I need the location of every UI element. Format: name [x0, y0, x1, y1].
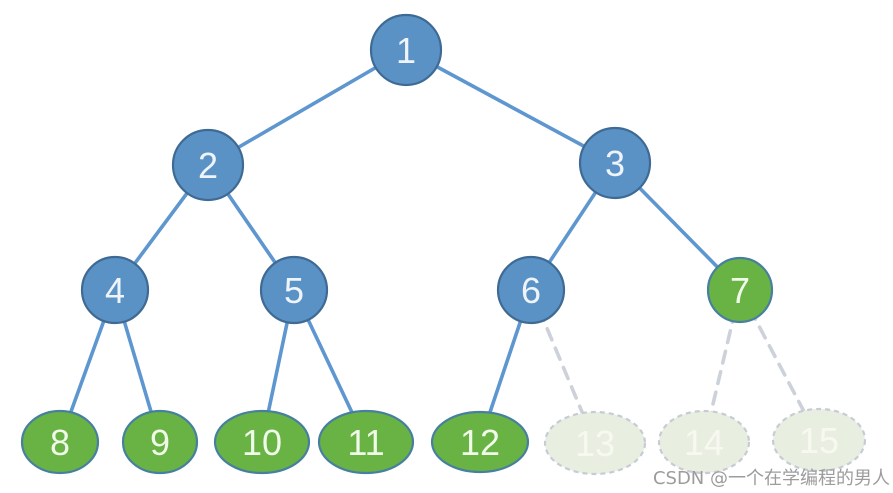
tree-node-13: 13	[543, 410, 647, 476]
tree-node-4: 4	[80, 255, 150, 325]
tree-node-15: 15	[771, 407, 867, 473]
tree-node-1: 1	[369, 13, 443, 87]
tree-node-11: 11	[317, 409, 415, 475]
tree-node-12: 12	[430, 410, 530, 474]
tree-node-6: 6	[496, 255, 566, 325]
tree-node-shape-1	[369, 13, 443, 87]
csdn-watermark: CSDN @一个在学编程的男人	[652, 468, 890, 490]
tree-node-shape-10	[213, 409, 311, 475]
tree-node-2: 2	[171, 128, 245, 202]
tree-node-shape-14	[657, 409, 751, 475]
tree-node-14: 14	[657, 409, 751, 475]
tree-node-shape-9	[121, 409, 199, 475]
tree-node-shape-8	[20, 409, 100, 475]
tree-node-shape-6	[496, 255, 566, 325]
tree-edge-1-3	[404, 48, 617, 165]
tree-node-8: 8	[20, 409, 100, 475]
tree-node-shape-4	[80, 255, 150, 325]
tree-node-shape-2	[171, 128, 245, 202]
tree-node-shape-5	[259, 255, 329, 325]
tree-node-shape-7	[706, 256, 774, 324]
tree-edge-1-2	[206, 48, 408, 167]
tree-node-7: 7	[706, 256, 774, 324]
tree-node-shape-13	[543, 410, 647, 476]
tree-node-5: 5	[259, 255, 329, 325]
tree-node-shape-3	[578, 126, 652, 200]
tree-node-10: 10	[213, 409, 311, 475]
tree-node-shape-15	[771, 407, 867, 473]
tree-node-shape-12	[430, 410, 530, 474]
tree-node-shape-11	[317, 409, 415, 475]
tree-node-9: 9	[121, 409, 199, 475]
tree-node-3: 3	[578, 126, 652, 200]
